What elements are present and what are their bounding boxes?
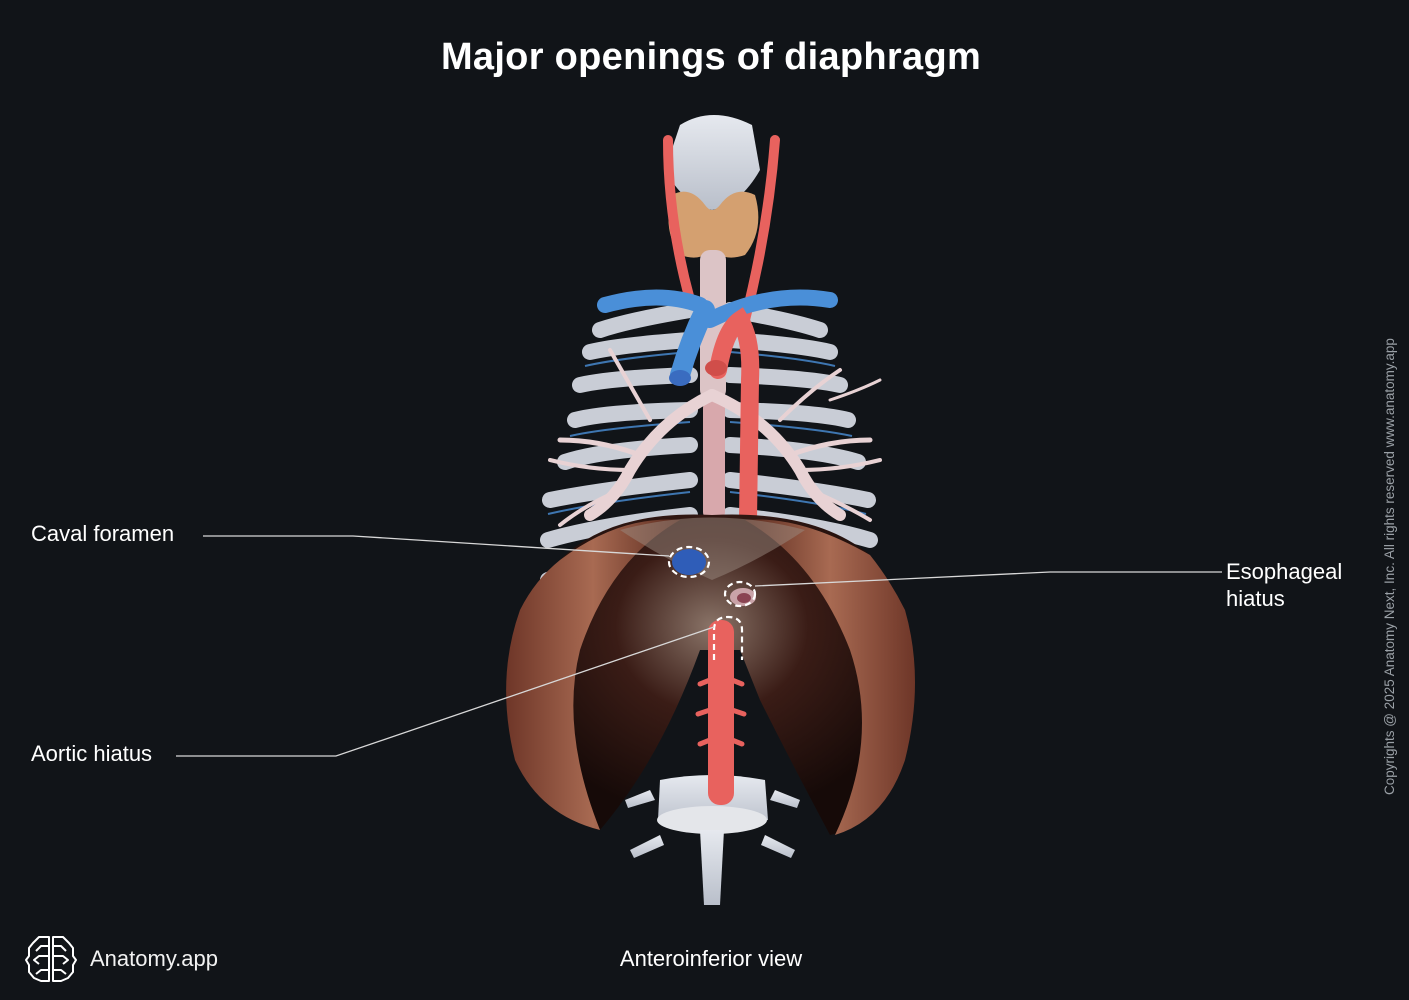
esophageal-hiatus-leader [754, 571, 1222, 587]
brain-icon [25, 936, 77, 982]
label-esophageal-hiatus-line2: hiatus [1226, 586, 1285, 611]
larynx [665, 115, 760, 210]
leader-lines [176, 535, 1222, 757]
esophageal-hiatus-marker [723, 580, 757, 608]
diaphragm-left-muscle [506, 519, 680, 830]
aortic-hiatus-leader [176, 626, 715, 757]
bronchial-tree [548, 348, 882, 527]
aortic-hiatus-marker [712, 615, 744, 660]
aorta [709, 307, 760, 529]
brand-name: Anatomy.app [90, 946, 219, 971]
caval-foramen-leader [203, 535, 670, 557]
esophagus [703, 400, 725, 520]
brand-logo: Anatomy.app [24, 934, 218, 984]
brachiocephalic-veins [597, 289, 838, 385]
page-title: Major openings of diaphragm [440, 36, 982, 78]
label-esophageal-hiatus: Esophageal hiatus [1226, 558, 1342, 612]
opening-markers [667, 545, 757, 660]
view-caption: Anteroinferior view [619, 946, 803, 971]
abdominal-aorta [708, 620, 734, 805]
thyroid-gland [668, 191, 759, 258]
diaphragm-inner [533, 514, 891, 835]
label-aortic-hiatus: Aortic hiatus [31, 741, 153, 766]
caval-foramen-marker [667, 545, 711, 579]
copyright-notice: Copyrights @ 2025 Anatomy Next, Inc. All… [1382, 338, 1397, 795]
label-esophageal-hiatus-line1: Esophageal [1226, 559, 1343, 584]
diaphragm-right-muscle [745, 519, 915, 835]
label-caval-foramen: Caval foramen [31, 521, 175, 546]
